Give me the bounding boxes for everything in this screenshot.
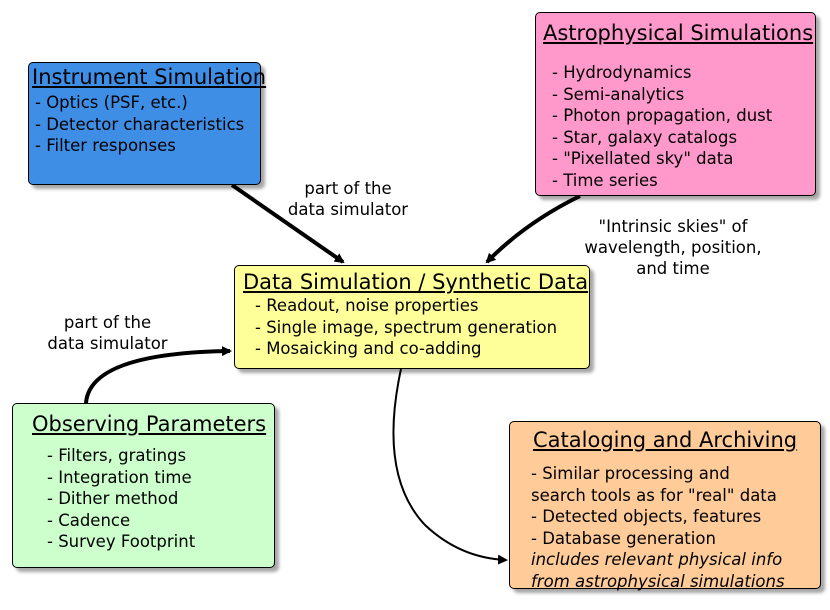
observing-parameters-title: Observing Parameters [32,412,267,436]
list-item: - Hydrodynamics [552,63,692,82]
arrow-astro-to-datasim [485,194,581,264]
list-item: - Dither method [47,489,179,508]
label-line: part of the [63,313,152,332]
list-item: search tools as for "real" data [531,485,777,505]
list-item: - Similar processing and [531,464,730,483]
list-item: - Photon propagation, dust [552,106,773,125]
list-item: - Detected objects, features [531,507,762,526]
list-item: - Time series [552,170,658,190]
cataloging-archiving-title: Cataloging and Archiving [533,428,798,452]
observing-parameters-box: Observing Parameters - Filters, gratings… [12,403,275,568]
label-line: part of the [304,179,392,198]
observing-arrow-label: part of the data simulator [30,312,185,354]
data-simulation-box: Data Simulation / Synthetic Data - Reado… [234,265,590,369]
list-item: - Database generation [531,528,716,548]
instrument-simulation-box: Instrument Simulation - Optics (PSF, etc… [28,62,267,185]
instrument-simulation-list: - Optics (PSF, etc.) - Detector characte… [29,90,260,157]
observing-parameters-list: - Filters, gratings - Integration time -… [13,437,274,553]
cataloging-archiving-box: Cataloging and Archiving - Similar proce… [509,421,821,592]
list-item: - Readout, noise properties [255,296,479,315]
note-item: from astrophysical simulations [531,571,785,591]
label-line: and time [636,259,710,278]
list-item: - "Pixellated sky" data [552,149,734,168]
list-item: - Detector characteristics [35,114,245,134]
list-item: - Single image, spectrum generation [255,317,558,337]
list-item: - Semi-analytics [552,84,685,104]
label-line: data simulator [47,334,168,353]
data-simulation-title: Data Simulation / Synthetic Data [243,270,589,294]
astrophysical-simulations-box: Astrophysical Simulations - Hydrodynamic… [535,12,816,196]
arrow-instrument-to-datasim [230,183,345,264]
note-item: includes relevant physical info [531,550,783,569]
list-item: - Optics (PSF, etc.) [35,93,188,112]
list-item: - Survey Footprint [47,532,196,551]
instrument-arrow-label: part of the data simulator [283,178,413,220]
label-line: data simulator [287,200,409,219]
astrophysical-simulations-list: - Hydrodynamics - Semi-analytics - Photo… [536,46,815,191]
instrument-simulation-title: Instrument Simulation [32,65,267,89]
label-line: wavelength, position, [584,238,762,257]
list-item: - Integration time [47,467,192,487]
list-item: - Star, galaxy catalogs [552,127,738,147]
astrophysical-simulations-title: Astrophysical Simulations [543,21,814,45]
list-item: - Filters, gratings [47,446,187,465]
list-item: - Cadence [47,510,131,530]
list-item: - Filter responses [35,136,176,155]
data-simulation-list: - Readout, noise properties - Single ima… [235,295,589,360]
arrow-observing-to-datasim [84,346,232,404]
list-item: - Mosaicking and co-adding [255,339,482,358]
cataloging-archiving-list: - Similar processing and search tools as… [510,453,820,592]
arrow-datasim-to-catalog [392,368,508,565]
label-line: "Intrinsic skies" of [598,217,748,236]
astro-arrow-label: "Intrinsic skies" of wavelength, positio… [578,216,768,279]
